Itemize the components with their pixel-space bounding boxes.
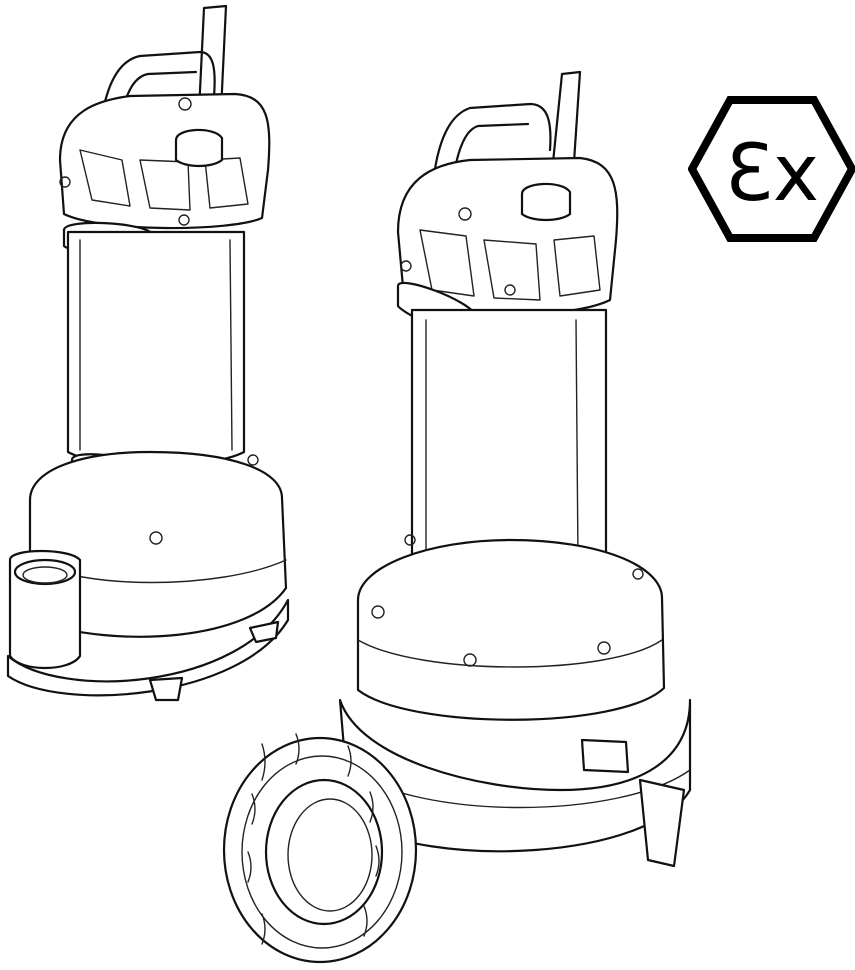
atex-explosion-proof-icon: Ɛx xyxy=(687,96,855,242)
ex-mark-text: Ɛx xyxy=(725,129,819,219)
left-pump-motor-body xyxy=(66,230,246,467)
right-pump-base xyxy=(356,538,666,721)
left-pump xyxy=(6,4,290,702)
right-pump-volute xyxy=(338,698,692,853)
right-pump xyxy=(222,70,692,964)
